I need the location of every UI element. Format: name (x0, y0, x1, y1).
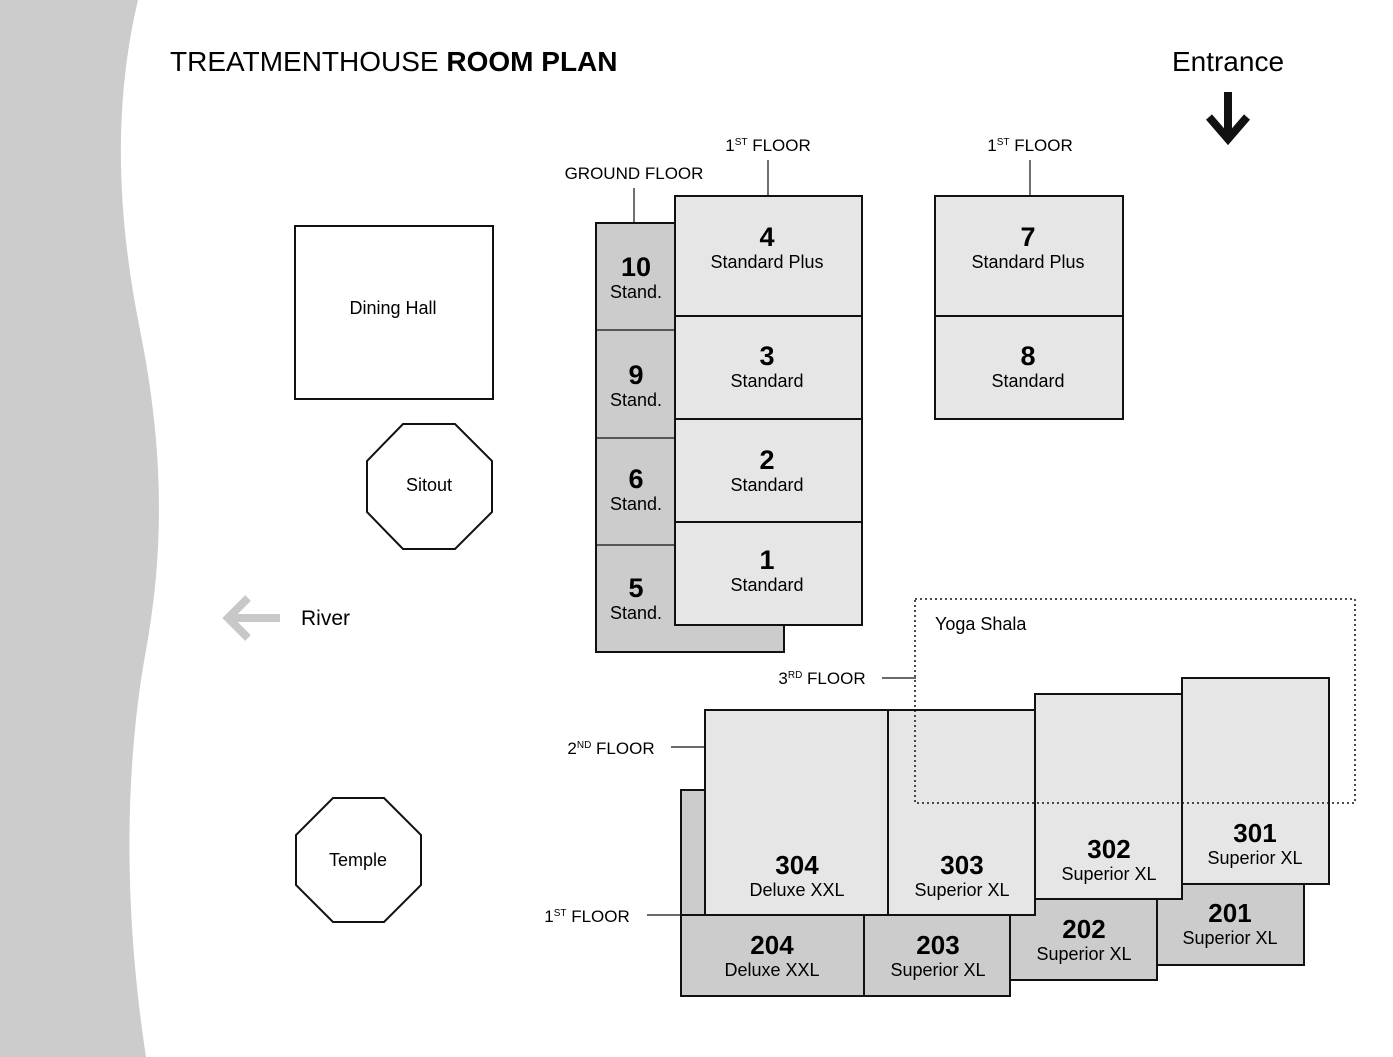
page-title: TREATMENTHOUSE ROOM PLAN (170, 46, 618, 77)
room-303[interactable] (887, 709, 1036, 916)
yoga-shala (914, 598, 1356, 804)
first-floor-label-b: 1ST FLOOR (987, 136, 1073, 155)
room-type: Superior XL (1061, 864, 1156, 884)
sitout-label: Sitout (406, 475, 452, 495)
room-number: 304 (775, 850, 819, 880)
room-type: Superior XL (890, 960, 985, 980)
room-number: 7 (1020, 222, 1035, 252)
room-type: Standard (730, 575, 803, 595)
room-302[interactable] (1034, 693, 1183, 900)
room-number: 201 (1208, 898, 1251, 928)
arrow-left-icon (222, 595, 280, 641)
entrance-label: Entrance (1172, 46, 1284, 77)
room-number: 1 (759, 545, 774, 575)
room-number: 302 (1087, 834, 1130, 864)
room-type: Deluxe XXL (724, 960, 819, 980)
room-type: Standard (730, 475, 803, 495)
room-1[interactable] (674, 521, 863, 626)
title-bold: ROOM PLAN (446, 46, 617, 77)
room-type: Stand. (610, 282, 662, 302)
room-type: Standard (991, 371, 1064, 391)
second-floor-label: 2ND FLOOR (567, 739, 654, 758)
title-light: TREATMENTHOUSE (170, 46, 439, 77)
room-number: 6 (628, 464, 643, 494)
room-10[interactable]: 10 Stand. (610, 252, 662, 302)
room-type: Stand. (610, 603, 662, 623)
room-type: Superior XL (1036, 944, 1131, 964)
river-band (0, 0, 159, 1057)
arrow-down-icon (1205, 92, 1251, 146)
room-number: 204 (750, 930, 794, 960)
yoga-shala-label: Yoga Shala (935, 614, 1027, 634)
sitout (366, 423, 493, 550)
room-type: Superior XL (1207, 848, 1302, 868)
room-number: 4 (759, 222, 774, 252)
room-number: 10 (621, 252, 651, 282)
room-number: 5 (628, 573, 643, 603)
room-type: Deluxe XXL (749, 880, 844, 900)
room-type: Standard (730, 371, 803, 391)
river-label: River (301, 607, 350, 630)
room-5[interactable]: 5 Stand. (610, 573, 662, 623)
room-type: Standard Plus (710, 252, 823, 272)
room-8[interactable] (934, 315, 1124, 420)
room-type: Stand. (610, 390, 662, 410)
room-304[interactable] (704, 709, 889, 916)
dining-hall (294, 225, 494, 400)
room-number: 2 (759, 445, 774, 475)
room-204[interactable] (680, 914, 865, 997)
room-number: 203 (916, 930, 959, 960)
first-floor-label-c: 1ST FLOOR (544, 907, 630, 926)
temple-label: Temple (329, 850, 387, 870)
room-number: 301 (1233, 818, 1276, 848)
room-number: 9 (628, 360, 643, 390)
room-9[interactable]: 9 Stand. (610, 360, 662, 410)
third-floor-label: 3RD FLOOR (778, 669, 865, 688)
room-2[interactable] (674, 418, 863, 523)
temple (295, 797, 422, 923)
room-301[interactable] (1181, 677, 1330, 885)
room-6[interactable]: 6 Stand. (610, 464, 662, 514)
room-3[interactable] (674, 315, 863, 420)
room-type: Standard Plus (971, 252, 1084, 272)
room-203[interactable] (863, 914, 1011, 997)
room-number: 202 (1062, 914, 1105, 944)
room-7[interactable] (934, 195, 1124, 317)
room-type: Stand. (610, 494, 662, 514)
room-type: Superior XL (1182, 928, 1277, 948)
first-floor-label-a: 1ST FLOOR (725, 136, 811, 155)
dining-hall-label: Dining Hall (349, 298, 436, 318)
room-number: 3 (759, 341, 774, 371)
room-201[interactable] (1156, 883, 1305, 966)
ground-floor-label: GROUND FLOOR (565, 164, 704, 183)
room-number: 8 (1020, 341, 1035, 371)
room-number: 303 (940, 850, 983, 880)
room-type: Superior XL (914, 880, 1009, 900)
